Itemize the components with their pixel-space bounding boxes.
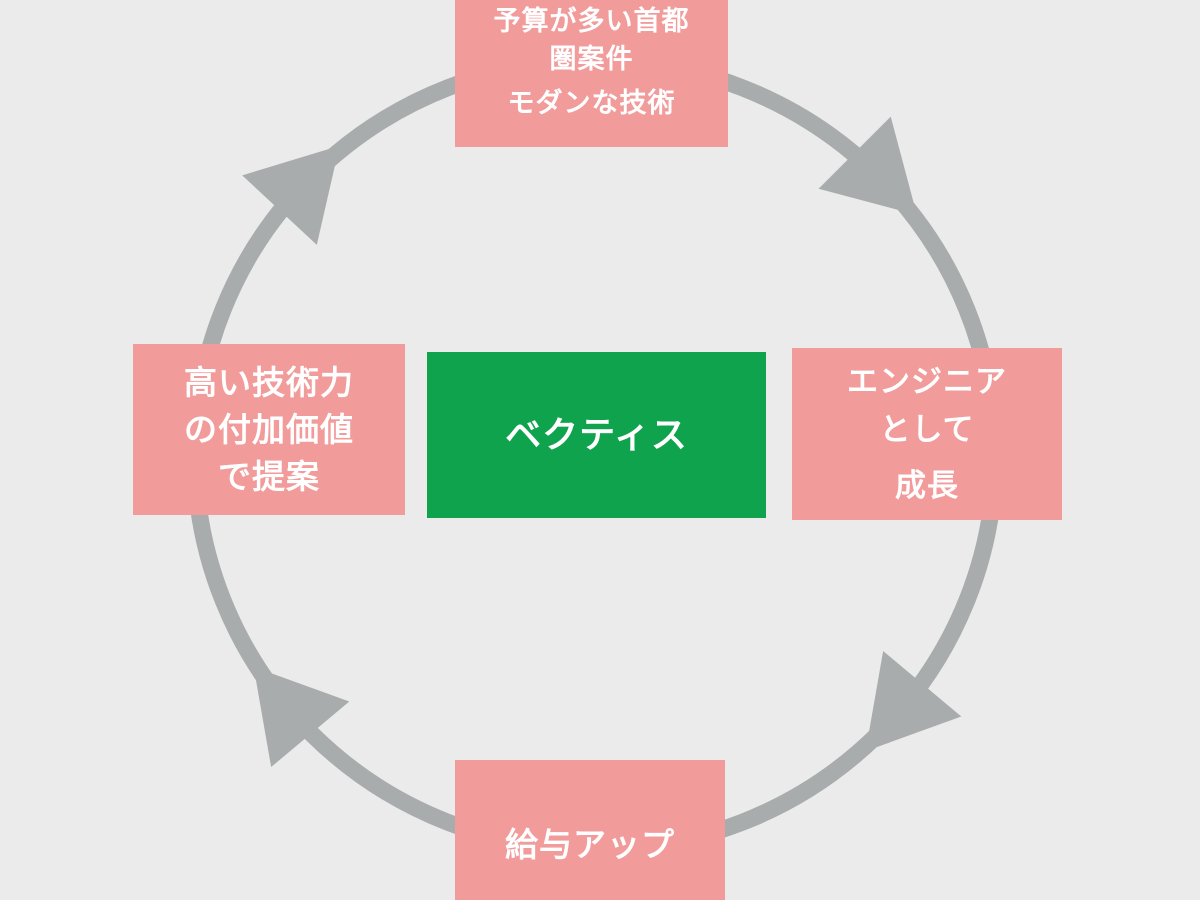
arrowhead-bottom-right-icon — [865, 650, 962, 752]
arrowhead-top-left-icon — [242, 145, 340, 245]
node-right-line-3: 成長 — [895, 468, 959, 503]
node-left-line-3: で提案 — [218, 458, 320, 495]
node-left-line-1: 高い技術力 — [184, 364, 354, 401]
node-top-line-1: 予算が多い首都 — [493, 6, 690, 36]
node-left-proposal: 高い技術力 の付加価値 で提案 — [133, 344, 405, 515]
node-top-line-2: 圏案件 — [549, 44, 634, 74]
node-bottom-line-1: 給与アップ — [505, 826, 675, 863]
arrowhead-bottom-left-icon — [253, 666, 350, 768]
center-label: ベクティス — [505, 414, 688, 455]
node-top-benefits: 予算が多い首都 圏案件 モダンな技術 — [455, 0, 728, 147]
node-right-line-1: エンジニア — [847, 364, 1007, 399]
node-right-growth: エンジニア として 成長 — [792, 348, 1062, 520]
node-left-line-2: の付加価値 — [184, 411, 354, 448]
node-center-company: ベクティス — [427, 352, 766, 518]
node-right-line-2: として — [879, 412, 975, 447]
node-bottom-salary: 給与アップ — [455, 760, 725, 900]
node-top-line-3: モダンな技術 — [507, 88, 676, 118]
arrowhead-top-right-icon — [818, 116, 917, 215]
